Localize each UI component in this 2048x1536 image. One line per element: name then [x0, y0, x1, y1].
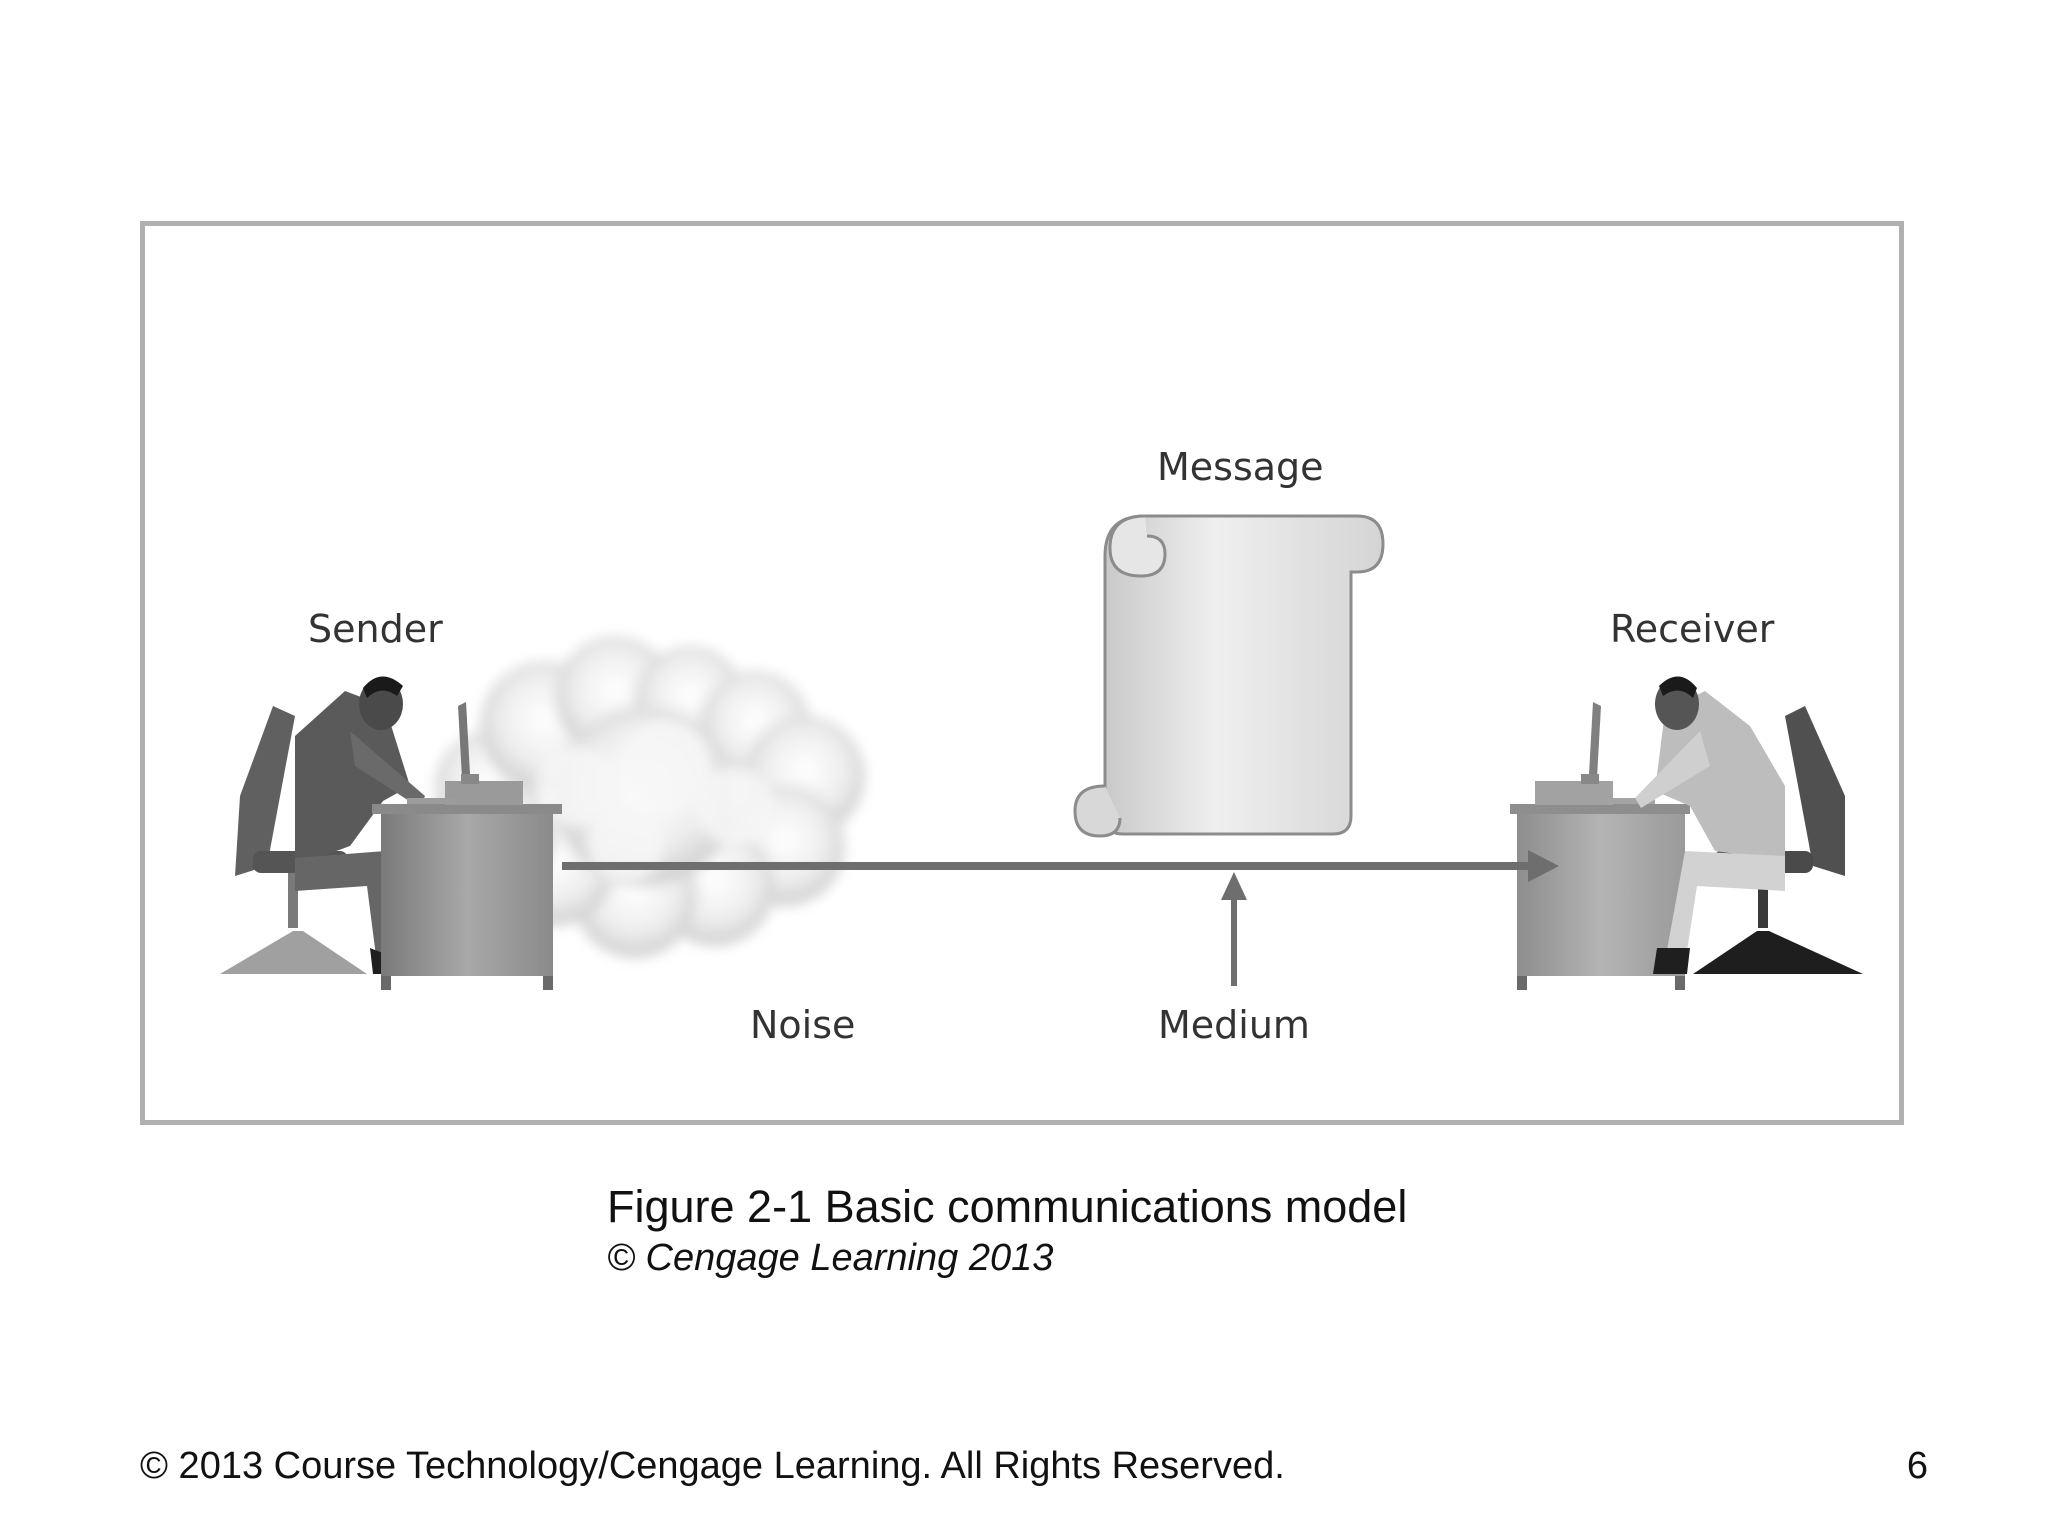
message-scroll: [1073, 514, 1385, 838]
caption-title: Figure 2-1 Basic communications model: [607, 1181, 1408, 1232]
medium-line: [562, 850, 1559, 882]
medium-pointer-arrow: [1221, 872, 1247, 986]
caption-credit: © Cengage Learning 2013: [607, 1237, 1054, 1279]
receiver-person: [1635, 676, 1785, 974]
receiver-label: Receiver: [1610, 607, 1775, 651]
sender-desk: [372, 702, 562, 990]
medium-label: Medium: [1158, 1003, 1310, 1047]
figure-caption: Figure 2-1 Basic communications model © …: [607, 1180, 1407, 1282]
figure-frame: Sender Receiver Message Noise Medium: [140, 221, 1904, 1125]
noise-label: Noise: [750, 1003, 855, 1047]
sender-label: Sender: [308, 607, 443, 651]
communications-diagram: Sender Receiver Message Noise Medium: [220, 445, 1863, 1047]
page-number: 6: [1906, 1445, 1928, 1487]
sender-person: [295, 676, 425, 974]
footer-copyright: © 2013 Course Technology/Cengage Learnin…: [140, 1445, 1285, 1487]
message-label: Message: [1157, 445, 1324, 489]
